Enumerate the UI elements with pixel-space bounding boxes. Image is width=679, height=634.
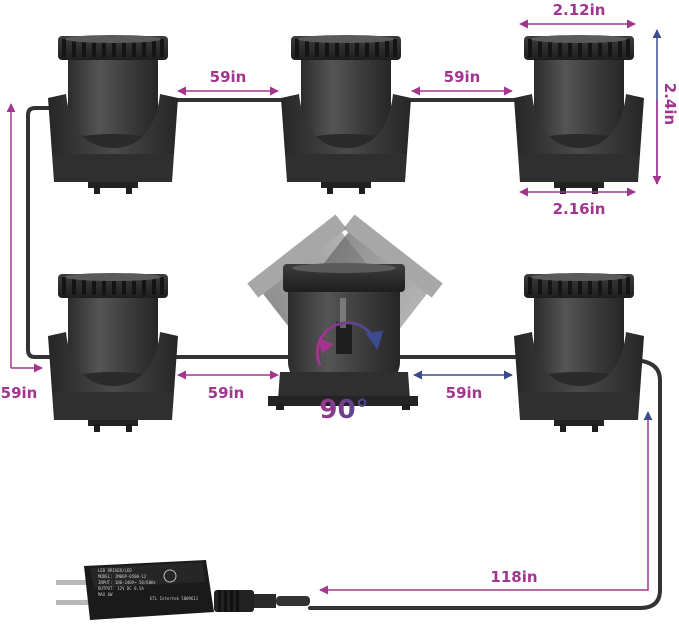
spacing-vertical-label: 59in — [1, 384, 38, 402]
dimension-spacing-bottom-1: 59in — [177, 370, 279, 402]
dimension-spacing-vertical: 59in — [1, 103, 43, 402]
height-label: 2.4in — [661, 83, 679, 125]
cable-network — [26, 98, 662, 610]
width-bottom-label: 2.16in — [553, 200, 606, 218]
svg-text:MODEL: JM06P-0500-12: MODEL: JM06P-0500-12 — [98, 574, 147, 579]
dimension-spacing-bottom-2: 59in — [413, 370, 513, 402]
dimension-width-top: 2.12in — [519, 1, 636, 29]
svg-text:OUTPUT: 12V DC 0.5A: OUTPUT: 12V DC 0.5A — [98, 586, 144, 591]
svg-text:ETL Intertek 5009611: ETL Intertek 5009611 — [150, 596, 199, 601]
rotation-label: 90° — [319, 395, 368, 425]
spotlight-bottom-left — [48, 273, 178, 432]
spacing-bottom-2-label: 59in — [446, 384, 483, 402]
dimension-spacing-top-1: 59in — [177, 68, 279, 96]
spacing-top-2-label: 59in — [444, 68, 481, 86]
svg-text:INPUT: 100-240V~ 50/60Hz: INPUT: 100-240V~ 50/60Hz — [98, 580, 156, 585]
dimension-width-bottom: 2.16in — [519, 187, 636, 218]
spotlight-bottom-right — [514, 273, 644, 432]
spotlight-top-center — [281, 35, 411, 194]
svg-text:MAX 6W: MAX 6W — [98, 592, 113, 597]
svg-text:LED DRIVER/LED: LED DRIVER/LED — [98, 568, 132, 573]
adapter-label: LED DRIVER/LED MODEL: JM06P-0500-12 INPU… — [98, 568, 199, 601]
power-adapter: LED DRIVER/LED MODEL: JM06P-0500-12 INPU… — [56, 560, 310, 620]
cable-lead-label: 118in — [490, 568, 537, 586]
spotlight-top-left — [48, 35, 178, 194]
dimension-height: 2.4in — [652, 29, 679, 185]
dimension-cable-lead: 118in — [319, 411, 653, 595]
dimension-spacing-top-2: 59in — [411, 68, 513, 96]
spotlight-top-right — [514, 35, 644, 194]
width-top-label: 2.12in — [553, 1, 606, 19]
spotlight-bottom-center-rotating — [247, 214, 443, 410]
spacing-top-1-label: 59in — [210, 68, 247, 86]
spacing-bottom-1-label: 59in — [208, 384, 245, 402]
